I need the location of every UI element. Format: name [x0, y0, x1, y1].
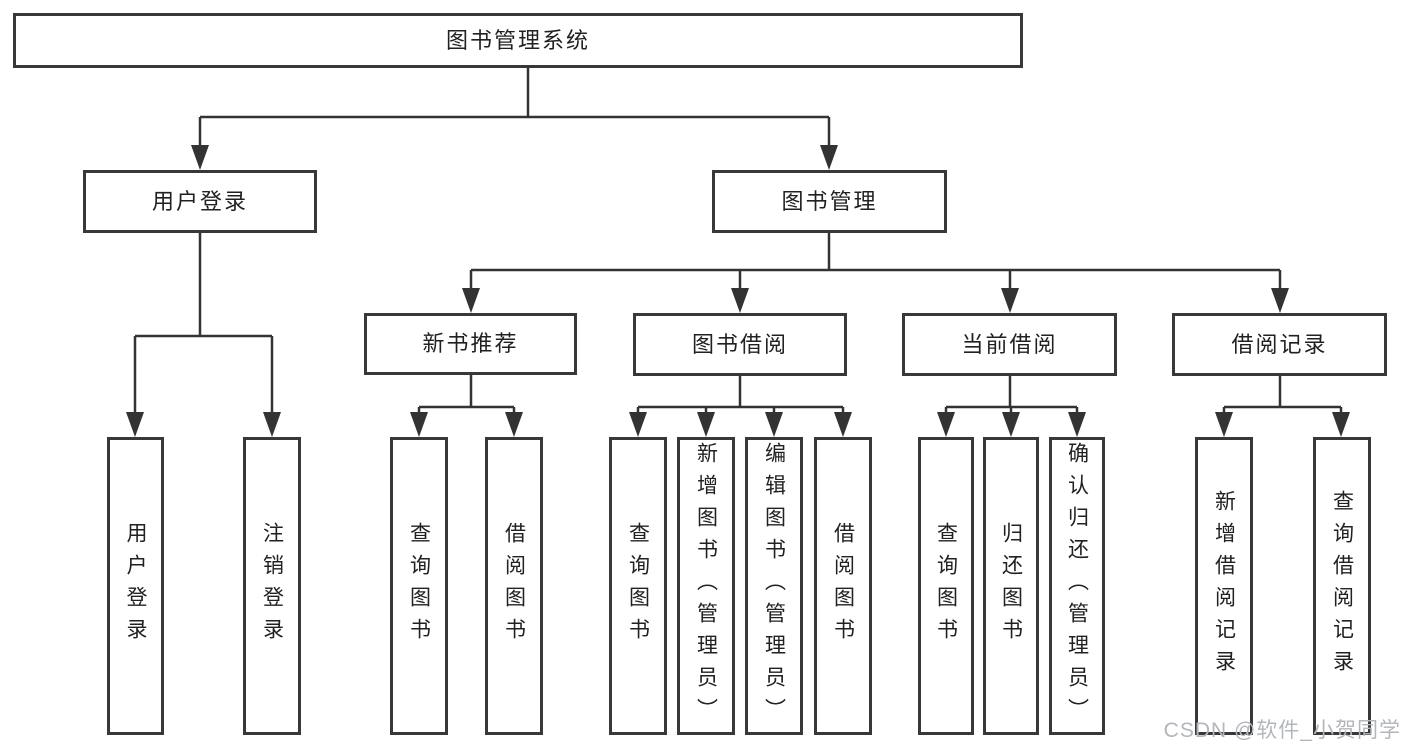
- arrowhead: [126, 412, 144, 437]
- arrowhead: [1271, 288, 1289, 313]
- leaf-query-books-recommend: 查询图书: [390, 437, 448, 735]
- leaf-add-book-admin: 新增图书（管理员）: [677, 437, 735, 735]
- leaf-confirm-return-admin: 确认归还（管理员）: [1049, 437, 1105, 735]
- arrowhead: [629, 412, 647, 437]
- arrowhead: [820, 145, 838, 170]
- node-book-management: 图书管理: [712, 170, 947, 233]
- leaf-query-books-borrowing: 查询图书: [609, 437, 667, 735]
- leaf-borrow-books: 借阅图书: [814, 437, 872, 735]
- node-label: 查询图书: [407, 522, 431, 650]
- node-label: 新增图书（管理员）: [694, 442, 718, 730]
- arrowhead: [697, 412, 715, 437]
- edge-borrow-records: [1222, 375, 1343, 425]
- arrowhead: [1215, 412, 1233, 437]
- arrowhead: [937, 412, 955, 437]
- node-label: 用户登录: [124, 522, 147, 650]
- edge-root-stem: [198, 68, 831, 158]
- node-user-login: 用户登录: [83, 170, 317, 233]
- node-current-borrowing: 当前借阅: [902, 313, 1117, 376]
- node-label: 借阅图书: [831, 522, 855, 650]
- node-label: 借阅图书: [502, 522, 526, 650]
- node-label: 新书推荐: [422, 331, 519, 356]
- edge-user-login: [133, 233, 274, 425]
- node-label: 归还图书: [999, 522, 1023, 650]
- leaf-query-borrow-record: 查询借阅记录: [1313, 437, 1371, 735]
- arrowhead: [834, 412, 852, 437]
- edge-book-borrow: [636, 375, 845, 425]
- node-borrowing-records: 借阅记录: [1172, 313, 1387, 376]
- leaf-query-books-current: 查询图书: [918, 437, 974, 735]
- node-book-borrowing: 图书借阅: [633, 313, 847, 376]
- csdn-watermark: CSDN @软件_小贺同学: [1163, 719, 1401, 742]
- arrowhead: [1001, 288, 1019, 313]
- node-label: 图书借阅: [691, 331, 788, 357]
- node-library-management-system: 图书管理系统: [13, 13, 1023, 68]
- edge-book-mgmt: [469, 233, 1282, 301]
- node-new-book-recommendation: 新书推荐: [364, 313, 577, 375]
- arrowhead: [765, 412, 783, 437]
- node-label: 查询图书: [934, 522, 958, 650]
- node-label: 确认归还（管理员）: [1065, 442, 1089, 730]
- node-label: 当前借阅: [961, 331, 1058, 357]
- leaf-add-borrow-record: 新增借阅记录: [1195, 437, 1253, 735]
- leaf-borrow-books-recommend: 借阅图书: [485, 437, 543, 735]
- leaf-logout: 注销登录: [243, 437, 301, 735]
- node-label: 查询借阅记录: [1330, 490, 1354, 682]
- edge-new-book-rec: [417, 375, 516, 425]
- leaf-return-books: 归还图书: [983, 437, 1039, 735]
- node-label: 图书管理: [781, 188, 878, 214]
- arrowhead: [1002, 412, 1020, 437]
- arrowhead: [410, 412, 428, 437]
- node-label: 注销登录: [260, 522, 284, 650]
- node-label: 编辑图书（管理员）: [762, 442, 786, 730]
- arrowhead: [1068, 412, 1086, 437]
- leaf-edit-book-admin: 编辑图书（管理员）: [745, 437, 803, 735]
- node-label: 新增借阅记录: [1212, 490, 1236, 682]
- node-label: 查询图书: [626, 522, 650, 650]
- arrowhead: [505, 412, 523, 437]
- node-label: 用户登录: [151, 188, 248, 214]
- arrowhead: [731, 288, 749, 313]
- node-label: 图书管理系统: [445, 27, 590, 53]
- leaf-user-login: 用户登录: [107, 437, 164, 735]
- arrowhead: [191, 145, 209, 170]
- arrowhead: [263, 412, 281, 437]
- node-label: 借阅记录: [1231, 331, 1328, 357]
- arrowhead: [462, 288, 480, 313]
- arrowhead: [1332, 412, 1350, 437]
